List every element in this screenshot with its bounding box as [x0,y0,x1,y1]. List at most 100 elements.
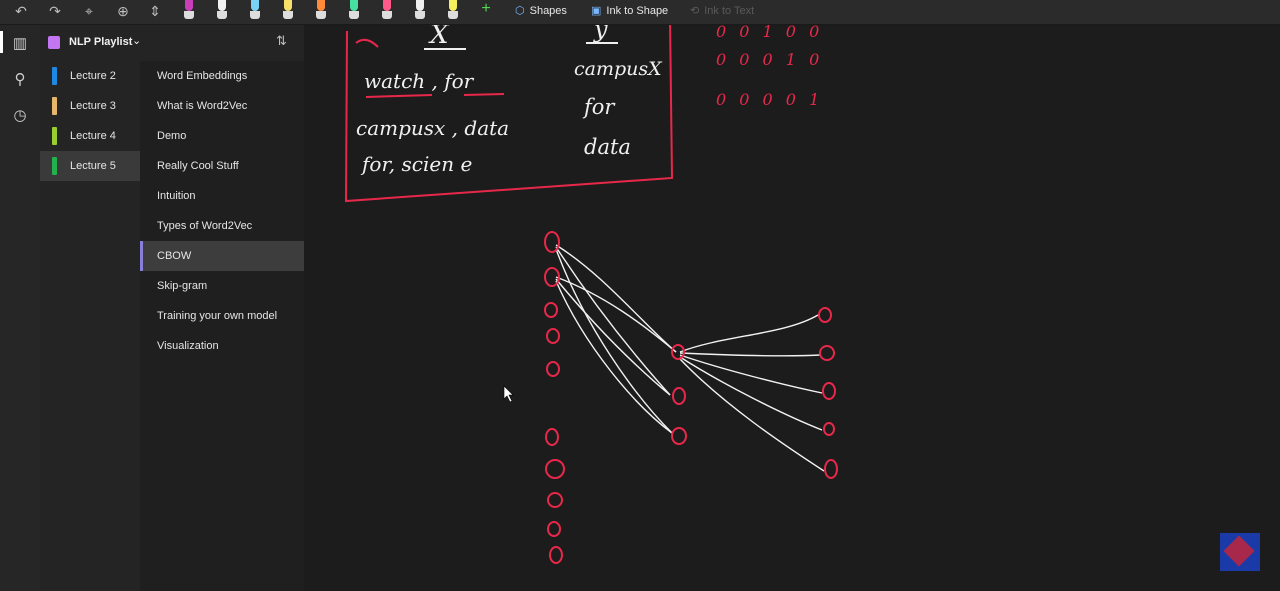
output-neuron [818,307,832,323]
page-item[interactable]: Training your own model [140,301,304,331]
section-label: Lecture 4 [70,130,116,142]
ink-col-x: X [428,25,450,50]
page-label: Really Cool Stuff [157,160,239,172]
input-neuron [544,302,558,318]
ink-to-text-icon: ⟲ [690,5,700,17]
pen-tool-icon[interactable] [182,0,196,22]
hidden-neuron [672,387,686,405]
pen-tool-icon[interactable] [215,0,229,22]
input-neuron [549,546,563,564]
rail-active-indicator [0,31,3,53]
input-neuron [545,428,559,446]
shapes-label: Shapes [529,5,567,17]
page-list [140,61,304,591]
ink-matrix-row-2: 0 0 0 1 0 [716,50,823,69]
ink-arrow [355,38,379,48]
input-neuron [546,328,560,344]
ink-x-row-2: campusx , data [356,116,509,140]
add-space-icon[interactable]: ⊕ [117,2,129,19]
ink-to-text-button[interactable]: ⟲ Ink to Text [690,0,754,22]
toolbar: ↶ ↷ ⌖ ⊕ ⇕ + ⬡ Shapes ▣ Ink to Shape ⟲ In… [0,0,1280,25]
navigation-rail: ▥ ⚲ ◷ [0,25,40,591]
page-item[interactable]: Intuition [140,181,304,211]
pen-tool-icon[interactable] [380,0,394,22]
page-label: Demo [157,130,187,142]
notebook-header[interactable]: NLP Playlist ⌄ ⇅ [40,25,304,61]
section-item[interactable]: Lecture 2 [40,61,140,91]
library-icon[interactable]: ▥ [12,35,28,52]
section-item[interactable]: Lecture 4 [40,121,140,151]
lasso-select-icon[interactable]: ⌖ [85,2,93,19]
channel-logo [1220,533,1260,571]
ink-y-row-2: for [582,95,616,119]
pen-tool-icon[interactable] [446,0,460,22]
page-label: Skip-gram [157,280,208,292]
ink-to-shape-button[interactable]: ▣ Ink to Shape [591,0,668,22]
ink-matrix-row-3: 0 0 0 0 1 [716,90,823,109]
add-pen-icon[interactable]: + [481,0,491,17]
pen-tool-icon[interactable] [314,0,328,22]
ink-drawing: X y watch , for campusx , data for, scie… [344,25,838,564]
shapes-icon: ⬡ [515,5,525,17]
input-neuron [544,267,560,287]
notebook-title: NLP Playlist [69,36,133,48]
ink-box [344,25,674,203]
insert-space-icon[interactable]: ⇕ [149,2,161,19]
page-label: Intuition [157,190,196,202]
input-neuron [546,361,560,377]
section-color-tab [52,97,57,115]
ink-x-row-3: for, scien e [360,152,472,176]
chevron-down-icon[interactable]: ⌄ [132,35,142,47]
output-neuron [819,345,835,361]
mouse-cursor-icon [503,385,514,403]
page-label: Visualization [157,340,219,352]
ink-y-row-3: data [584,135,631,159]
page-item[interactable]: What is Word2Vec [140,91,304,121]
pen-tool-icon[interactable] [281,0,295,22]
output-neuron [823,422,835,436]
section-color-tab [52,157,57,175]
page-label: Types of Word2Vec [157,220,253,232]
undo-icon[interactable]: ↶ [15,2,27,19]
ink-underline-watch [365,94,433,98]
page-item[interactable]: Demo [140,121,304,151]
shapes-button[interactable]: ⬡ Shapes [515,0,567,22]
page-item[interactable]: Types of Word2Vec [140,211,304,241]
page-item[interactable]: Visualization [140,331,304,361]
pen-tool-icon[interactable] [413,0,427,22]
redo-icon[interactable]: ↷ [49,2,61,19]
pen-tool-icon[interactable] [248,0,262,22]
ink-to-shape-icon: ▣ [591,5,602,17]
section-label: Lecture 3 [70,100,116,112]
section-item[interactable]: Lecture 3 [40,91,140,121]
ink-matrix-row-1: 0 0 1 0 0 [716,25,823,41]
ink-y-row-1: campusX [574,58,663,80]
page-item[interactable]: CBOW [140,241,304,271]
input-neuron [545,459,565,479]
input-neuron [547,492,563,508]
input-neuron [544,231,560,253]
ink-col-y: y [593,25,608,43]
pen-tool-icon[interactable] [347,0,361,22]
page-label: CBOW [157,250,192,262]
ink-underline-for [463,93,505,96]
note-canvas[interactable]: X y watch , for campusx , data for, scie… [304,25,1280,591]
section-color-tab [52,67,57,85]
notebook-icon [48,36,60,49]
hidden-neuron [671,427,687,445]
ink-to-text-label: Ink to Text [704,5,755,17]
page-item[interactable]: Skip-gram [140,271,304,301]
sort-icon[interactable]: ⇅ [276,33,287,48]
page-item[interactable]: Word Embeddings [140,61,304,91]
section-label: Lecture 2 [70,70,116,82]
nn-neurons [544,231,838,564]
page-label: Word Embeddings [157,70,248,82]
nn-connections [555,244,825,472]
section-color-tab [52,127,57,145]
search-icon[interactable]: ⚲ [14,71,26,88]
page-label: What is Word2Vec [157,100,248,112]
recent-icon[interactable]: ◷ [13,107,27,124]
section-list [40,25,140,591]
page-item[interactable]: Really Cool Stuff [140,151,304,181]
section-item[interactable]: Lecture 5 [40,151,140,181]
